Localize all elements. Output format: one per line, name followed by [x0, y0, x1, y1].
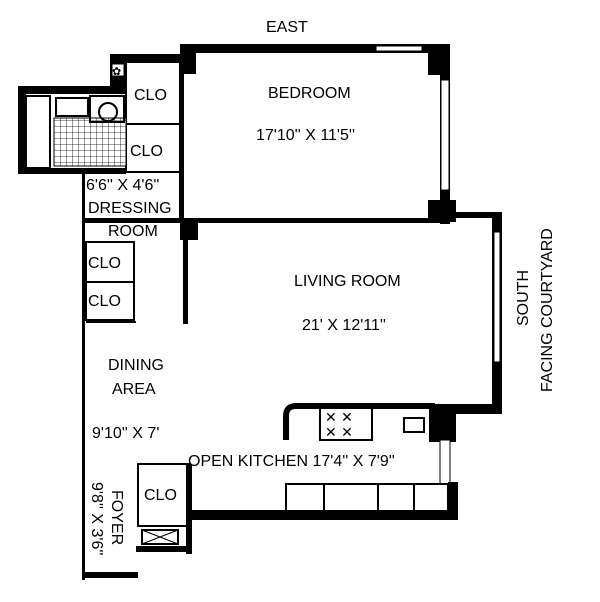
wall-closets-top: [110, 54, 185, 62]
foyer-vent-x: [141, 529, 179, 545]
wall-living-left-stub: [183, 238, 188, 324]
bedroom-size: 17'10'' X 11'5'': [256, 127, 355, 144]
foyer-name: FOYER: [108, 490, 125, 545]
wall-living-top-right: [450, 212, 502, 218]
wall-left-exterior: [82, 172, 85, 580]
closet-foyer-label: CLO: [144, 487, 177, 504]
bath-toilet-area: [89, 95, 125, 123]
wall-bath-top: [18, 86, 126, 94]
dressing-room-name-2: ROOM: [108, 223, 158, 240]
wall-bedroom-left: [179, 68, 184, 220]
wall-bath-bottom: [18, 168, 126, 174]
sink-icon: [403, 417, 425, 433]
dining-area-name-2: AREA: [112, 381, 156, 398]
bath-tile-floor: [53, 117, 127, 167]
foyer-vent: [141, 529, 179, 545]
corner-block: [428, 53, 440, 75]
stove-outline: [319, 407, 373, 441]
living-room-size: 21' X 12'11'': [302, 317, 386, 334]
bath-tub: [25, 95, 51, 169]
closet-bedroom-2-label: CLO: [130, 143, 163, 160]
orientation-south-label: SOUTH: [515, 270, 532, 326]
wall-foyer-right: [186, 464, 192, 554]
wall-living-bottom-right: [430, 404, 502, 414]
kitchen-counter-upper: [283, 403, 435, 442]
wall-dressing-bedroom: [85, 218, 450, 223]
closet-dining-1-label: CLO: [88, 255, 121, 272]
toilet-icon: [98, 102, 118, 122]
corner-block: [180, 44, 196, 74]
stove-burners-icon: ✕ ✕: [325, 410, 353, 426]
window-kitchen-right: [439, 439, 451, 485]
wall-foyer-bottom: [136, 546, 192, 552]
orientation-east-label: EAST: [266, 19, 308, 36]
window-bedroom-top: [375, 45, 423, 52]
walls: ✿ ✕ ✕ ✕ ✕: [18, 44, 502, 580]
window-living-right: [493, 231, 501, 363]
bedroom-name: BEDROOM: [268, 85, 351, 102]
dining-area-size: 9'10'' X 7': [92, 425, 159, 442]
dining-area-name-1: DINING: [108, 357, 164, 374]
foyer-size: 9'8'' X 3'6'': [88, 482, 105, 555]
wall-kitchen-bottom: [186, 510, 458, 520]
bath-vanity: [55, 97, 89, 117]
closet-dining-2-outline: [85, 281, 135, 321]
wall-bedroom-top: [180, 44, 450, 53]
window-bedroom-right: [440, 79, 450, 191]
closet-bedroom-1-label: CLO: [134, 87, 167, 104]
kitchen-label: OPEN KITCHEN 17'4'' X 7'9'': [188, 453, 395, 470]
stove-burners-icon: ✕ ✕: [325, 425, 353, 441]
closet-dining-2-label: CLO: [88, 293, 121, 310]
vent-icon: [111, 63, 125, 77]
corner-block: [180, 222, 198, 240]
vent-symbol: ✿: [112, 65, 121, 78]
corner-block: [430, 414, 456, 442]
dressing-room-size: 6'6'' X 4'6'': [86, 177, 159, 194]
orientation-courtyard-label: FACING COURTYARD: [539, 228, 556, 392]
dressing-room-name-1: DRESSING: [88, 200, 172, 217]
wall-kitchen-right: [448, 482, 458, 518]
kitchen-counter-lower: [285, 483, 449, 513]
entry-door-stub: [82, 572, 138, 578]
wall-bath-left: [18, 86, 26, 172]
corner-block: [428, 200, 456, 222]
living-room-name: LIVING ROOM: [294, 273, 401, 290]
